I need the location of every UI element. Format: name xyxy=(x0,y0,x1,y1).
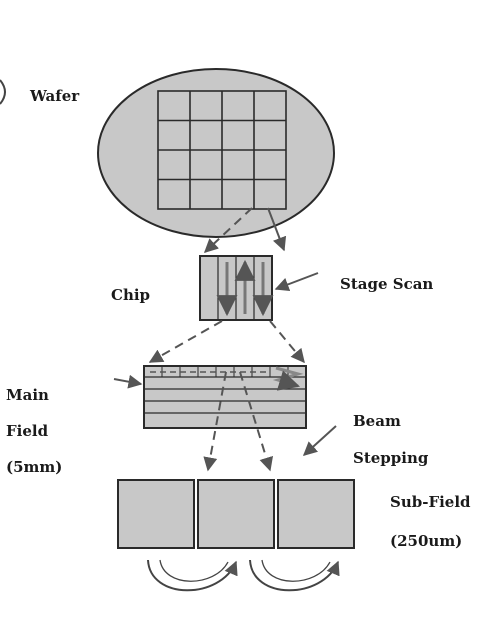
chip-label: Chip xyxy=(111,286,150,304)
wafer-chip-grid xyxy=(157,90,287,210)
sub-field-loop-arrows xyxy=(147,559,340,592)
main-to-sub-field-arrow-1 xyxy=(203,371,227,472)
main-to-sub-field-arrow-2 xyxy=(239,371,274,472)
curved-arrow-icon-2-inner xyxy=(261,559,331,582)
sub-field-label-line1: Sub-Field xyxy=(390,493,471,511)
chip-to-main-field-arrow-left xyxy=(148,320,223,363)
main-field-label-line2: Field xyxy=(6,422,49,440)
wafer-to-chip-arrow-right xyxy=(267,207,287,252)
stage-scan-label: Stage Scan xyxy=(340,275,433,293)
chip: Chip xyxy=(111,255,274,321)
main-field-pointer-arrow xyxy=(113,374,143,389)
beam-stepping-pointer-arrow xyxy=(302,425,337,456)
wafer-to-chip-arrows xyxy=(203,207,287,253)
main-to-sub-field-arrows xyxy=(203,371,274,472)
chip-to-main-field-arrow-right xyxy=(269,320,305,364)
main-field-zigzag-arrow xyxy=(272,366,304,391)
sub-field-box-3 xyxy=(277,479,355,549)
curved-arrow-icon-1-inner xyxy=(159,559,229,582)
main-field-label-line1: Main xyxy=(6,386,49,404)
sub-fields xyxy=(117,479,355,549)
sub-field-box-2 xyxy=(197,479,275,549)
wafer-to-chip-arrow-left xyxy=(203,207,253,253)
wafer: Wafer xyxy=(29,68,335,238)
wafer-label: Wafer xyxy=(29,87,80,105)
beam-stepping-label-line1: Beam xyxy=(353,412,401,430)
chip-to-main-field-arrows xyxy=(148,320,305,364)
beam-stepping-label-line2: Stepping xyxy=(353,449,429,467)
sub-field-label-line2: (250um) xyxy=(390,532,462,550)
main-field: Main Field (5mm) xyxy=(6,365,307,476)
main-field-label-line3: (5mm) xyxy=(6,458,62,476)
stage-scan-pointer-arrow xyxy=(274,272,319,292)
sub-field-box-1 xyxy=(117,479,195,549)
partial-circle-edge xyxy=(0,79,6,105)
curved-arrow-icon-1 xyxy=(147,559,238,592)
curved-arrow-icon-2 xyxy=(249,559,340,592)
